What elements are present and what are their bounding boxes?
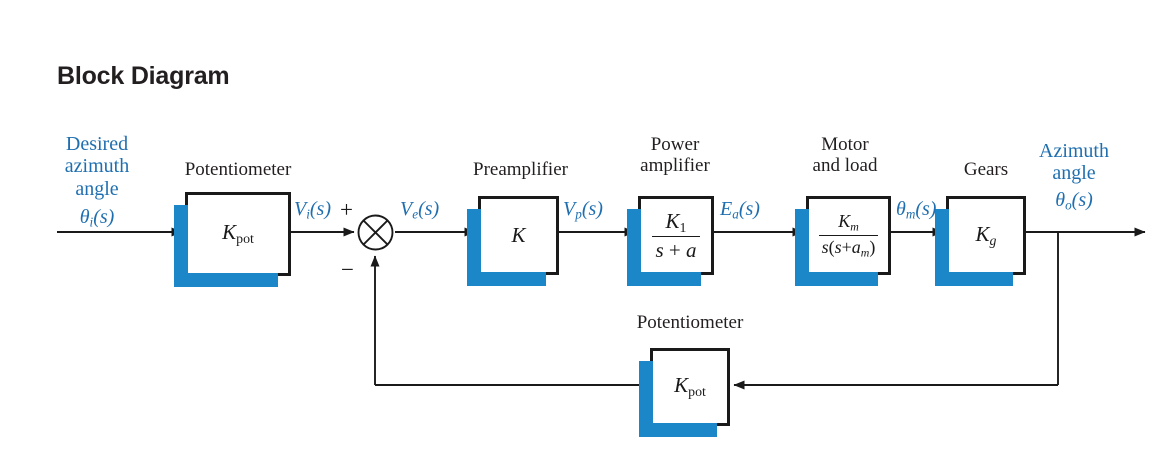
block-label-k: K [511,223,526,248]
input-label-line2: azimuth [64,155,130,178]
block-potentiometer-input[interactable]: Kpot [174,192,291,287]
block-shadow-bottom [174,273,278,287]
block-shadow-bottom [627,272,701,286]
block-shadow-bottom [935,272,1013,286]
input-label-line3: angle [75,177,119,200]
caption-power-amplifier: Power amplifier [620,134,730,176]
caption-power-amplifier-line1: Power [650,134,700,155]
block-gears[interactable]: Kg [935,196,1026,286]
caption-potentiometer-feedback: Potentiometer [636,312,744,333]
signal-label-vp: Vp(s) [563,198,603,222]
caption-power-amplifier-line2: amplifier [640,154,710,176]
block-label-kpot-feedback: Kpot [674,373,706,400]
output-signal-label: Azimuth angle θo(s) [1028,140,1120,213]
signal-label-ea: Ea(s) [720,198,760,222]
block-shadow-bottom [795,272,878,286]
block-label-power-amp-tf: K1 s + a [652,209,700,263]
block-preamplifier[interactable]: K [467,196,559,286]
block-shadow-left [174,205,188,287]
caption-motor-and-load-line2: and load [812,154,878,176]
signal-label-theta-m: θm(s) [896,198,937,222]
signal-label-ve: Ve(s) [400,198,440,222]
page-title: Block Diagram [57,62,230,90]
input-label-line1: Desired [65,133,129,155]
summing-junction-plus-sign: + [340,197,353,222]
caption-motor-and-load-line1: Motor [821,134,869,155]
output-label-symbol: θo(s) [1055,188,1093,213]
output-label-line2: angle [1052,162,1096,185]
summing-junction [357,214,394,251]
caption-motor-and-load: Motor and load [790,134,900,176]
caption-gears: Gears [963,159,1009,180]
signal-label-vi: Vi(s) [294,198,331,222]
input-signal-label: Desired azimuth angle θi(s) [56,133,138,231]
block-label-motor-tf: Km s(s+am) [818,211,879,260]
block-label-kpot: Kpot [222,220,254,247]
block-motor-and-load[interactable]: Km s(s+am) [795,196,891,286]
block-shadow-bottom [467,272,546,286]
block-power-amplifier[interactable]: K1 s + a [627,196,714,286]
block-shadow-bottom [639,423,717,437]
block-label-kg: Kg [975,221,997,248]
output-label-line1: Azimuth [1039,140,1109,162]
block-shadow-left [639,361,653,437]
summing-junction-minus-sign: − [341,257,354,282]
caption-preamplifier: Preamplifier [473,159,568,180]
caption-potentiometer-input: Potentiometer [184,159,292,180]
input-label-symbol: θi(s) [79,206,115,230]
block-potentiometer-feedback[interactable]: Kpot [639,348,730,437]
